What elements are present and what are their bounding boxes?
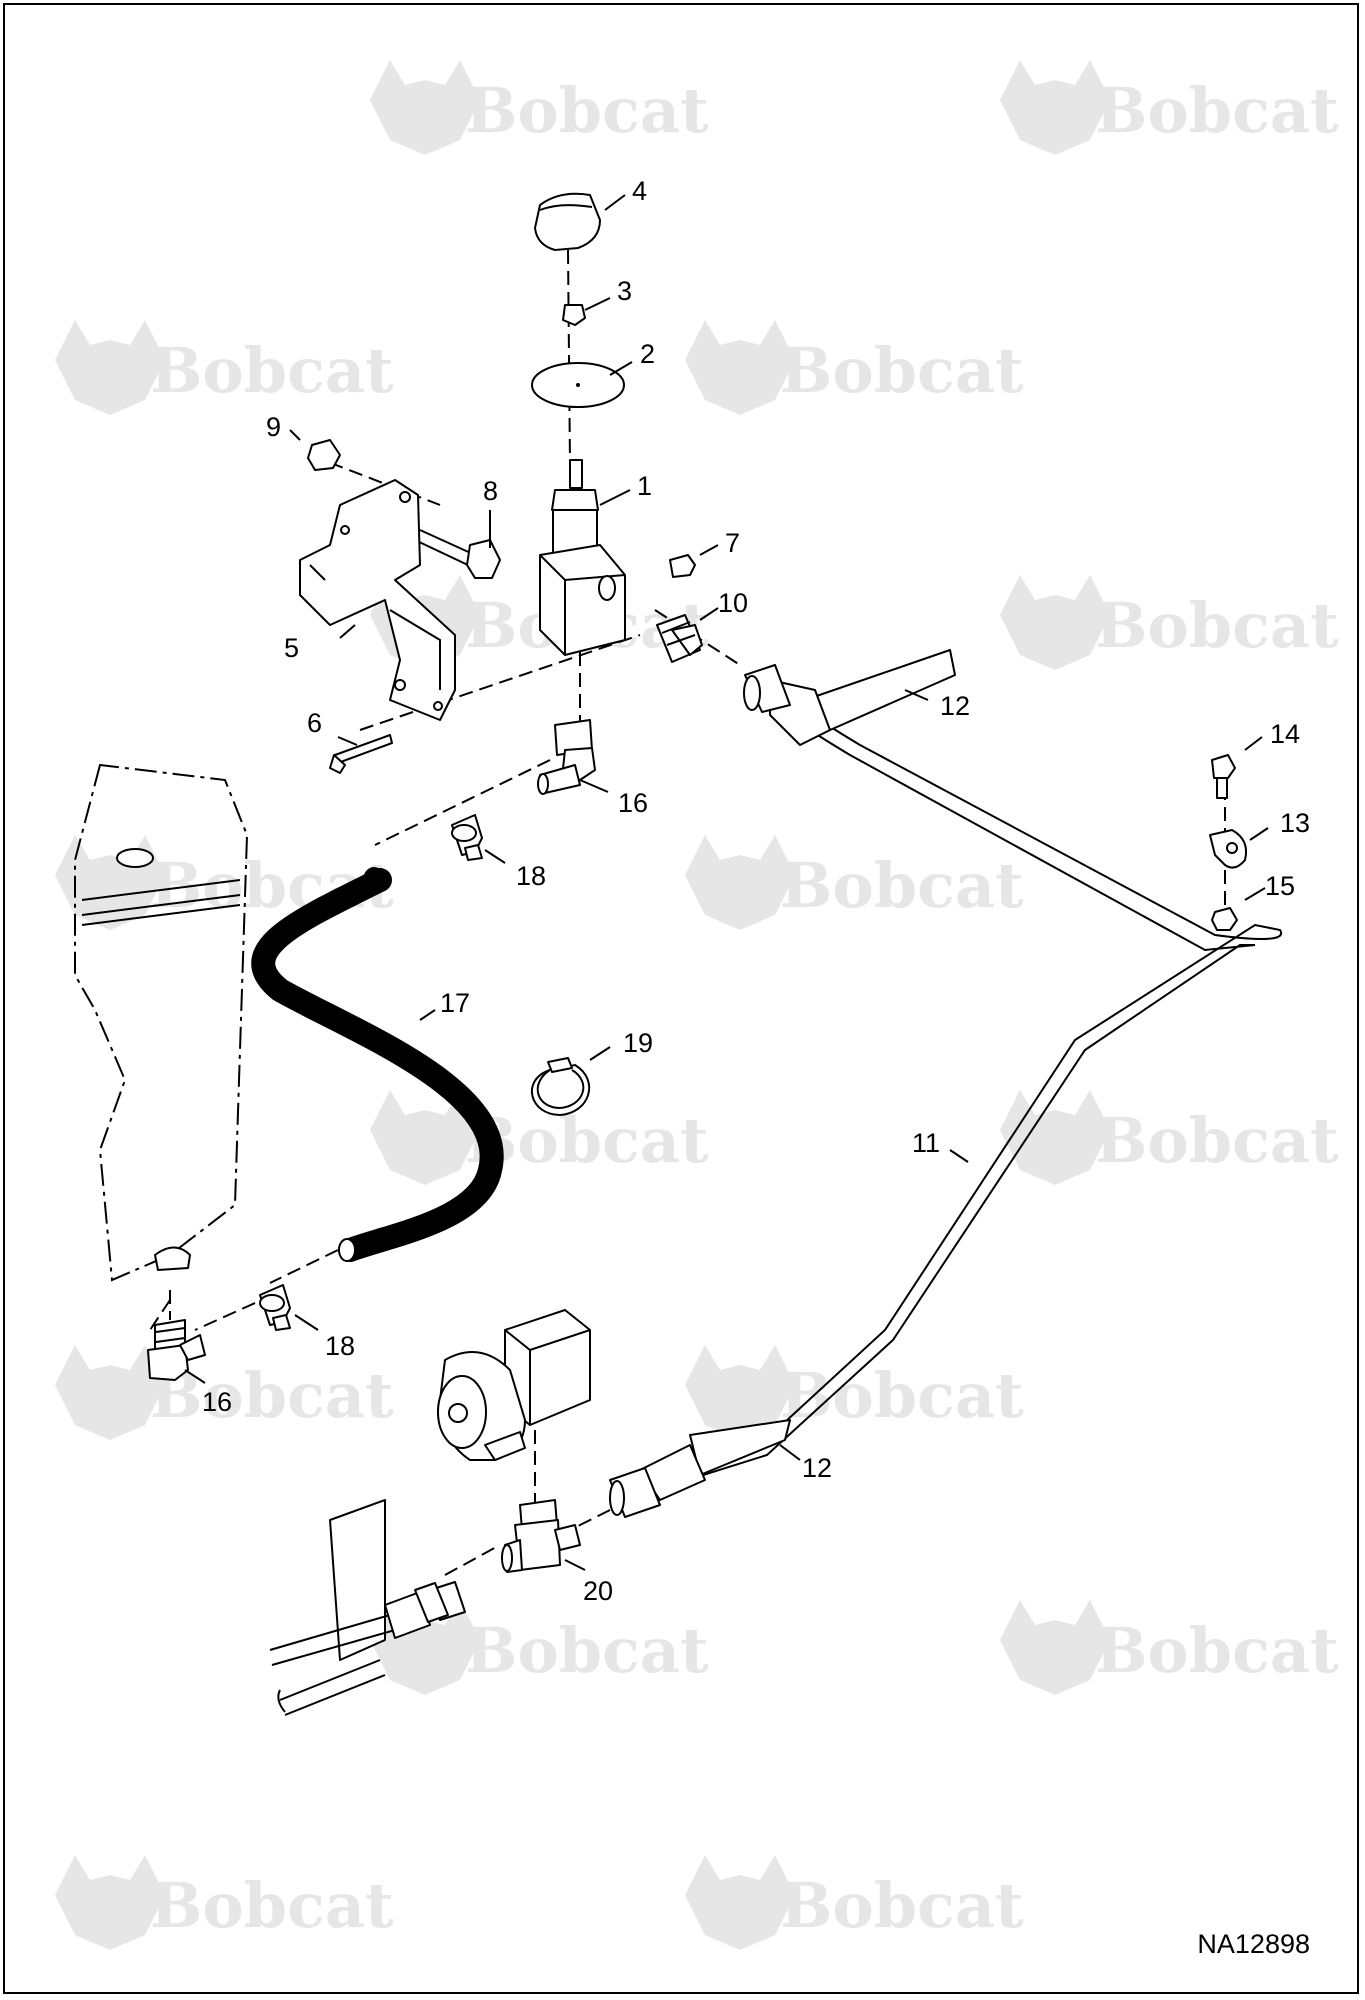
watermark-4: Bobcat	[685, 320, 1024, 415]
callout-19: 19	[623, 1028, 653, 1058]
watermark-text: Bobcat	[1095, 589, 1339, 662]
watermark-11: Bobcat	[55, 1345, 394, 1440]
watermark-12: Bobcat	[685, 1345, 1024, 1440]
callout-18-lower: 18	[325, 1331, 355, 1361]
callout-18-upper: 18	[516, 861, 546, 891]
part-4-knob-cap	[534, 192, 601, 251]
bobcat-logo-icon	[370, 1090, 480, 1185]
part-5-bracket	[299, 479, 456, 721]
part-9-nut	[307, 439, 341, 471]
callout-8: 8	[483, 476, 498, 506]
callout-16-lower: 16	[202, 1387, 232, 1417]
watermark-text: Bobcat	[465, 74, 709, 147]
hose-assembly-lower	[269, 1499, 466, 1716]
bobcat-logo-icon	[1000, 575, 1110, 670]
watermark-text: Bobcat	[780, 1359, 1024, 1432]
watermark-15: Bobcat	[55, 1855, 394, 1950]
figure-id: NA12898	[1197, 1929, 1310, 1959]
bobcat-logo-icon	[685, 1855, 795, 1950]
part-13-clip	[1209, 829, 1248, 869]
bobcat-logo-icon	[685, 835, 795, 930]
callout-6: 6	[307, 708, 322, 738]
part-6-bolt	[329, 734, 393, 774]
watermark-text: Bobcat	[780, 334, 1024, 407]
watermark-text: Bobcat	[1095, 1614, 1339, 1687]
part-19-clamp	[530, 1057, 591, 1117]
callout-10: 10	[718, 588, 748, 618]
bobcat-logo-icon	[1000, 60, 1110, 155]
callout-11: 11	[912, 1128, 940, 1158]
part-2-disc	[531, 362, 625, 408]
watermark-16: Bobcat	[685, 1855, 1024, 1950]
bobcat-logo-icon	[370, 60, 480, 155]
bobcat-logo-icon	[685, 1345, 795, 1440]
bobcat-logo-icon	[1000, 1090, 1110, 1185]
callout-15: 15	[1265, 871, 1295, 901]
watermark-text: Bobcat	[150, 1359, 394, 1432]
page-border	[3, 3, 1359, 1994]
part-15-nut	[1211, 907, 1238, 931]
part-16-elbow-upper	[537, 719, 596, 795]
watermark-text: Bobcat	[1095, 74, 1339, 147]
bobcat-logo-icon	[55, 320, 165, 415]
watermark-3: Bobcat	[55, 320, 394, 415]
watermark-layer: Bobcat Bobcat Bobcat Bobcat Bobcat Bobca…	[55, 60, 1339, 1950]
part-12-sleeve-upper	[743, 649, 956, 746]
callouts: 1 2 3 4 5 6 7 8 9 10 11 12 12 13 14 15 1…	[202, 176, 1310, 1606]
callout-17: 17	[440, 988, 470, 1018]
part-10-adapter	[656, 614, 703, 663]
callout-4: 4	[632, 176, 647, 206]
hydraulic-tank	[74, 763, 249, 1282]
leader-lines	[184, 194, 1269, 1571]
part-17-hose	[251, 867, 504, 1262]
watermark-14: Bobcat	[1000, 1600, 1339, 1695]
watermark-2: Bobcat	[1000, 60, 1339, 155]
callout-1: 1	[637, 471, 652, 501]
bobcat-logo-icon	[1000, 1600, 1110, 1695]
watermark-9: Bobcat	[370, 1090, 709, 1185]
watermark-8: Bobcat	[685, 835, 1024, 930]
callout-2: 2	[640, 339, 655, 369]
part-12-sleeve-lower	[609, 1419, 791, 1518]
callout-16-upper: 16	[618, 788, 648, 818]
watermark-text: Bobcat	[150, 1869, 394, 1942]
callout-13: 13	[1280, 808, 1310, 838]
part-18-elbow-lower	[259, 1284, 291, 1331]
callout-12-upper: 12	[940, 691, 970, 721]
bobcat-logo-icon	[55, 1345, 165, 1440]
part-14-bolt	[1211, 754, 1236, 799]
callout-20: 20	[583, 1576, 613, 1606]
callout-7: 7	[725, 528, 740, 558]
watermark-text: Bobcat	[1095, 1104, 1339, 1177]
part-20-tee	[501, 1499, 581, 1573]
watermark-text: Bobcat	[150, 334, 394, 407]
callout-12-lower: 12	[802, 1453, 832, 1483]
part-18-elbow-upper	[451, 814, 483, 861]
watermark-text: Bobcat	[780, 849, 1024, 922]
bobcat-logo-icon	[685, 320, 795, 415]
watermark-6: Bobcat	[1000, 575, 1339, 670]
callout-3: 3	[617, 276, 632, 306]
part-16-elbow-lower	[147, 1319, 206, 1381]
watermark-10: Bobcat	[1000, 1090, 1339, 1185]
part-3-nut	[562, 304, 586, 326]
callout-14: 14	[1270, 719, 1300, 749]
callout-9: 9	[266, 412, 281, 442]
watermark-1: Bobcat	[370, 60, 709, 155]
watermark-text: Bobcat	[465, 1614, 709, 1687]
watermark-text: Bobcat	[780, 1869, 1024, 1942]
part-7-nut	[669, 554, 696, 578]
part-1-valve	[539, 459, 626, 656]
part-8-bolt	[414, 529, 501, 579]
bobcat-logo-icon	[55, 1855, 165, 1950]
solenoid-valve	[437, 1309, 591, 1461]
callout-5: 5	[284, 633, 299, 663]
watermark-text: Bobcat	[465, 1104, 709, 1177]
